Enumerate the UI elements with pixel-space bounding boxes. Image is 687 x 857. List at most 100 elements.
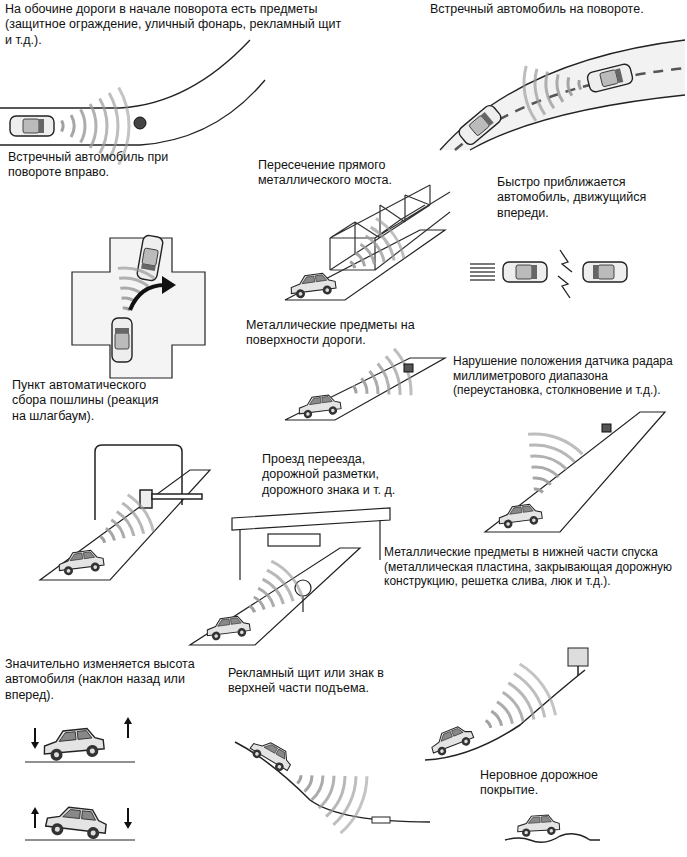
- radar-wave: [532, 467, 559, 477]
- car-side: [497, 503, 543, 530]
- car-wheel: [237, 627, 247, 637]
- radar-wave: [111, 520, 124, 538]
- car-wheel: [436, 745, 447, 756]
- radar-wave: [271, 561, 302, 598]
- car-wheel: [51, 823, 64, 836]
- car-hub: [93, 565, 97, 569]
- road-surface: [285, 230, 445, 300]
- metal-object: [602, 424, 611, 432]
- gate-frame: [95, 445, 182, 520]
- radar-wave: [557, 74, 563, 101]
- car-hub: [464, 739, 469, 744]
- car-body: [457, 103, 504, 147]
- car-top: [457, 103, 504, 147]
- ground: [25, 762, 135, 763]
- toll-gate: [95, 445, 202, 520]
- car-window: [301, 274, 326, 283]
- tilt-arrow-line: [34, 812, 36, 828]
- billboard: [568, 648, 588, 666]
- radar-waves: [524, 66, 581, 121]
- car-wheel: [50, 748, 63, 761]
- tilt-arrow-line: [34, 728, 36, 744]
- radar-wave: [524, 66, 536, 121]
- car-window: [69, 551, 94, 560]
- radar-wave: [62, 121, 63, 132]
- car-wheel: [328, 406, 337, 415]
- radar-wave: [249, 606, 254, 612]
- radar-wave: [81, 110, 85, 143]
- car-body: [497, 503, 542, 525]
- radar-wave: [361, 378, 367, 393]
- car-hub: [90, 830, 95, 835]
- car-window: [439, 727, 463, 741]
- caption-text: Пересечение прямого металлического моста…: [258, 158, 423, 189]
- radar-wave: [118, 268, 154, 278]
- roadside-object: [134, 117, 146, 129]
- road-surface: [40, 470, 210, 580]
- car-hub: [532, 518, 536, 522]
- road-edge: [470, 95, 685, 150]
- car-window: [509, 505, 533, 514]
- car-window: [58, 730, 92, 741]
- car-roof: [516, 265, 532, 279]
- radar-wave: [100, 99, 107, 154]
- radar-wave: [304, 775, 312, 791]
- speed-line: [470, 267, 495, 268]
- car-window: [264, 742, 287, 759]
- car-wheel: [522, 828, 531, 837]
- caption-text: Быстро приближается автомобиль, движущий…: [497, 175, 667, 221]
- overpass-deck: [232, 508, 390, 530]
- car-side: [289, 272, 337, 300]
- car-hub: [549, 829, 553, 833]
- car-side: [45, 805, 108, 840]
- caption-text: Нарушение положения датчика радара милли…: [453, 354, 683, 398]
- car-body: [10, 116, 54, 136]
- radar-wave: [319, 776, 334, 808]
- car-windshield: [39, 119, 44, 133]
- car-top: [112, 318, 132, 362]
- road-edge: [425, 670, 585, 760]
- radar-wave: [119, 278, 148, 286]
- radar-wave: [71, 115, 74, 137]
- car-hub: [240, 630, 244, 634]
- car-hub: [440, 749, 445, 754]
- tilt-arrow-line: [127, 722, 129, 738]
- radar-wave: [360, 244, 374, 264]
- metal-bridge: [330, 185, 450, 270]
- road-sign-board: [268, 534, 320, 546]
- car-wheel: [529, 515, 539, 525]
- radar-waves: [528, 434, 582, 492]
- car-hub: [306, 412, 310, 416]
- car-body: [289, 272, 336, 295]
- car-hub: [54, 752, 59, 757]
- overpass-pillar: [239, 530, 240, 580]
- tilt-arrowhead: [124, 822, 132, 829]
- car-hub: [325, 288, 329, 292]
- car-wheel: [503, 519, 513, 529]
- car-hub: [254, 751, 259, 756]
- caption-text: На обочине дороги в начале поворота есть…: [5, 2, 345, 48]
- speed-line: [470, 275, 495, 276]
- radar-wave: [528, 434, 582, 454]
- radar-wave: [106, 528, 115, 540]
- car-top: [586, 63, 634, 93]
- car-top: [583, 262, 627, 282]
- road-surface: [285, 358, 445, 420]
- car-body: [297, 393, 341, 414]
- car-roof: [600, 70, 619, 87]
- radar-waves: [350, 219, 404, 269]
- car-wheel: [295, 289, 305, 299]
- overpass: [232, 508, 390, 612]
- car-roof: [23, 119, 39, 133]
- car-body: [586, 63, 634, 93]
- radar-wave: [579, 80, 581, 89]
- caption-text: Пункт автоматического сбора пошлины (реа…: [12, 378, 172, 424]
- car-top: [503, 262, 547, 282]
- car-hub: [331, 409, 335, 413]
- car-hub: [506, 522, 510, 526]
- car-wheel: [273, 761, 285, 773]
- caption-text: Неровное дорожное покрытие.: [480, 768, 610, 799]
- drain-grate: [372, 817, 390, 823]
- car-roof: [115, 333, 129, 349]
- radar-wave: [529, 445, 574, 462]
